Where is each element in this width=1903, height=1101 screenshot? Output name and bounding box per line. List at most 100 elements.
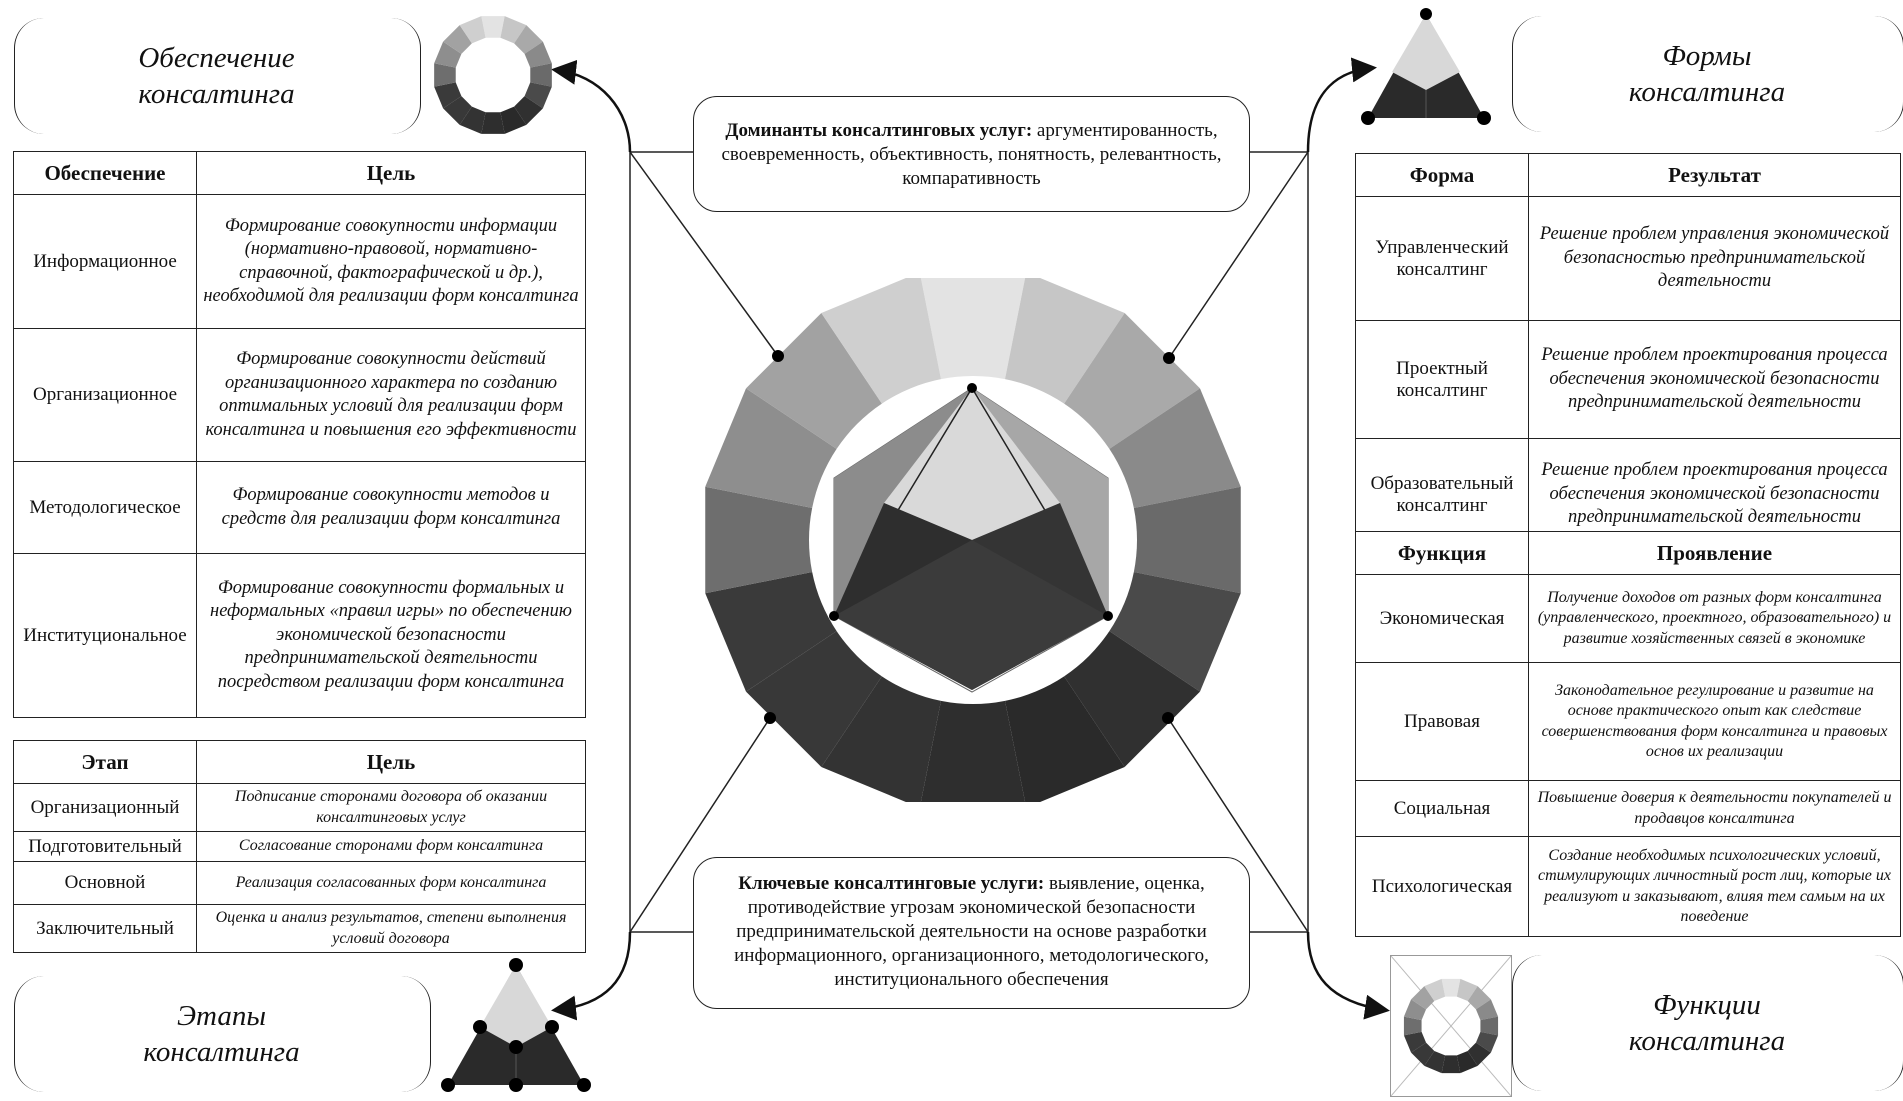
wheel-dot xyxy=(829,611,839,621)
support-goal: Формирование совокупности методов и сред… xyxy=(196,461,586,554)
stage-goal: Подписание сторонами договора об оказани… xyxy=(196,783,586,832)
stage-name: Основной xyxy=(13,861,197,905)
ring-segment xyxy=(1456,978,1478,1002)
support-type: Информационное xyxy=(13,194,197,329)
support-goal: Формирование совокупности формальных и н… xyxy=(196,553,586,718)
dominants-label: Доминанты консалтинговых услуг: xyxy=(725,120,1033,141)
wheel-dot xyxy=(1103,611,1113,621)
wheel-dot xyxy=(1162,712,1174,724)
ring-segment xyxy=(920,278,1026,384)
function-manifestation: Создание необходимых психологических усл… xyxy=(1528,836,1901,937)
ring-segment xyxy=(1129,486,1241,594)
triangle-icon xyxy=(1361,8,1491,125)
stage-goal: Согласование сторонами форм консалтинга xyxy=(196,831,586,862)
ring-segment xyxy=(1411,986,1435,1010)
result-header: Результат xyxy=(1528,153,1901,197)
consulting-wheel xyxy=(705,278,1241,802)
stage-name: Организационный xyxy=(13,783,197,832)
ring-segment xyxy=(514,96,543,125)
key-services-text: выявление, оценка, противодействие угроз… xyxy=(734,873,1209,990)
ring-icon-frame xyxy=(1390,955,1512,1097)
stage-name: Заключительный xyxy=(13,904,197,953)
ring-segment xyxy=(1475,1031,1499,1053)
support-type: Организационное xyxy=(13,328,197,462)
ring-segment xyxy=(1403,1016,1422,1036)
ring-segment xyxy=(524,82,552,109)
wheel-dot xyxy=(764,712,776,724)
function-name: Социальная xyxy=(1355,780,1529,837)
forms-table: Форма Результат Управленческий консалтин… xyxy=(1355,153,1901,551)
triangle-icon xyxy=(441,958,591,1092)
stage-header: Этап xyxy=(13,740,197,784)
ring-segment xyxy=(1441,1055,1461,1074)
ring-segment xyxy=(500,106,527,134)
ring-segment xyxy=(530,63,552,87)
ring-segment xyxy=(434,82,462,109)
ring-segment xyxy=(1061,628,1200,767)
ring-icon xyxy=(1390,955,1512,1097)
support-header: Обеспечение xyxy=(13,151,197,195)
stages-title: Этапы консалтинга xyxy=(143,1000,300,1068)
hex-bottom xyxy=(834,540,1108,690)
ring-segment xyxy=(1004,278,1125,407)
ring-segment xyxy=(1467,1042,1491,1066)
ring-segment xyxy=(1424,1050,1446,1074)
stages-title-box: Этапы консалтинга xyxy=(14,976,431,1092)
ring-segment xyxy=(443,96,472,125)
stage-goal: Оценка и анализ результатов, степени вып… xyxy=(196,904,586,953)
wheel-dot xyxy=(772,350,784,362)
form-result: Решение проблем управления экономической… xyxy=(1528,196,1901,321)
hex-top-light xyxy=(884,388,1060,540)
ring-segment xyxy=(1106,388,1241,509)
ring-segment xyxy=(705,571,840,692)
ring-segment xyxy=(1061,313,1200,452)
support-title-box: Обеспечение консалтинга xyxy=(14,18,421,134)
function-header: Функция xyxy=(1355,531,1529,575)
support-type: Институциональное xyxy=(13,553,197,718)
ring-segment xyxy=(1424,978,1446,1002)
ring-segment xyxy=(1456,1050,1478,1074)
ring-segment xyxy=(746,628,885,767)
support-goal: Формирование совокупности действий орган… xyxy=(196,328,586,462)
ring-segment xyxy=(459,106,486,134)
function-manifestation: Повышение доверия к деятельности покупат… xyxy=(1528,780,1901,837)
forms-title: Формы консалтинга xyxy=(1628,40,1786,108)
form-result: Решение проблем проектирования процесса … xyxy=(1528,320,1901,439)
ring-segment xyxy=(1106,571,1241,692)
function-name: Психологическая xyxy=(1355,836,1529,937)
ring-segment xyxy=(920,696,1026,802)
function-manifestation: Получение доходов от разных форм консалт… xyxy=(1528,574,1901,663)
ring-segment xyxy=(443,25,472,54)
support-type: Методологическое xyxy=(13,461,197,554)
ring-icon xyxy=(434,16,552,134)
dominants-text: аргументированность, своевременность, об… xyxy=(721,120,1222,189)
ring-segment xyxy=(434,63,456,87)
ring-segment xyxy=(1480,1016,1499,1036)
ring-segment xyxy=(705,388,840,509)
wheel-segments xyxy=(705,278,1241,802)
stage-goal: Реализация согласованных форм консалтинг… xyxy=(196,861,586,905)
stage-name: Подготовительный xyxy=(13,831,197,862)
ring-segment xyxy=(1467,986,1491,1010)
ring-segment xyxy=(705,486,817,594)
wheel-dot xyxy=(967,383,977,393)
form-name: Управленческий консалтинг xyxy=(1355,196,1529,321)
ring-segment xyxy=(481,16,505,38)
functions-title-box: Функции консалтинга xyxy=(1512,955,1903,1091)
key-services-callout: Ключевые консалтинговые услуги: выявлени… xyxy=(693,857,1250,1009)
function-manifestation: Законодательное регулирование и развитие… xyxy=(1528,662,1901,781)
support-goal: Формирование совокупности информации (но… xyxy=(196,194,586,329)
functions-title: Функции консалтинга xyxy=(1628,989,1786,1057)
ring-segment xyxy=(1475,999,1499,1021)
forms-title-box: Формы консалтинга xyxy=(1512,16,1903,132)
form-header: Форма xyxy=(1355,153,1529,197)
ring-segment xyxy=(514,25,543,54)
ring-segment xyxy=(821,673,942,802)
manifestation-header: Проявление xyxy=(1528,531,1901,575)
ring-segment xyxy=(821,278,942,407)
dominants-callout: Доминанты консалтинговых услуг: аргумент… xyxy=(693,96,1250,212)
function-name: Экономическая xyxy=(1355,574,1529,663)
ring-segment xyxy=(746,313,885,452)
